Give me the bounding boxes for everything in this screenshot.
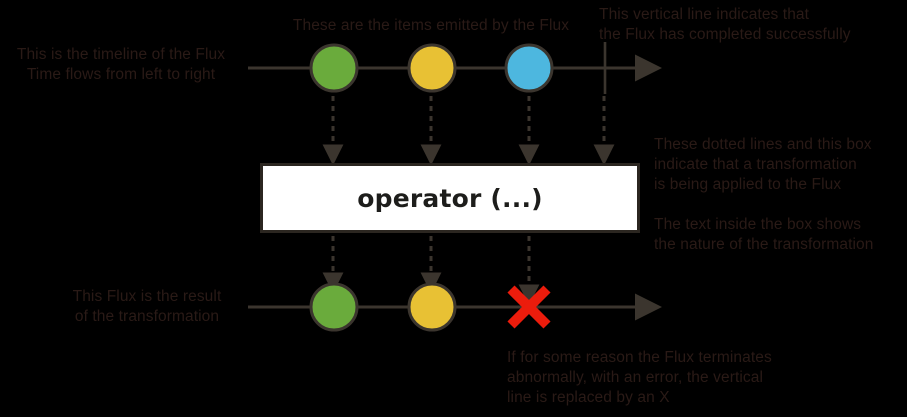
annotation-timeline: This is the timeline of the Flux Time fl… xyxy=(16,46,226,83)
annotation-transform: These dotted lines and this box indicate… xyxy=(654,136,872,193)
transform-arrows-out xyxy=(322,236,540,306)
source-timeline xyxy=(248,42,662,94)
source-marble-yellow xyxy=(407,43,457,93)
source-marble-blue xyxy=(504,43,554,93)
result-timeline xyxy=(248,282,662,332)
operator-label: operator (...) xyxy=(357,183,543,213)
result-marble-green xyxy=(309,282,359,332)
operator-box: operator (...) xyxy=(260,163,640,233)
annotation-items: These are the items emitted by the Flux xyxy=(292,17,570,34)
annotation-complete: This vertical line indicates that the Fl… xyxy=(599,6,851,43)
annotation-result: This Flux is the result of the transform… xyxy=(72,288,222,325)
source-marble-green xyxy=(309,43,359,93)
annotation-error: If for some reason the Flux terminates a… xyxy=(507,349,772,406)
result-marble-yellow xyxy=(407,282,457,332)
error-x-icon xyxy=(507,285,551,329)
annotation-box-text: The text inside the box shows the nature… xyxy=(654,216,874,253)
transform-arrows-in xyxy=(322,96,615,166)
